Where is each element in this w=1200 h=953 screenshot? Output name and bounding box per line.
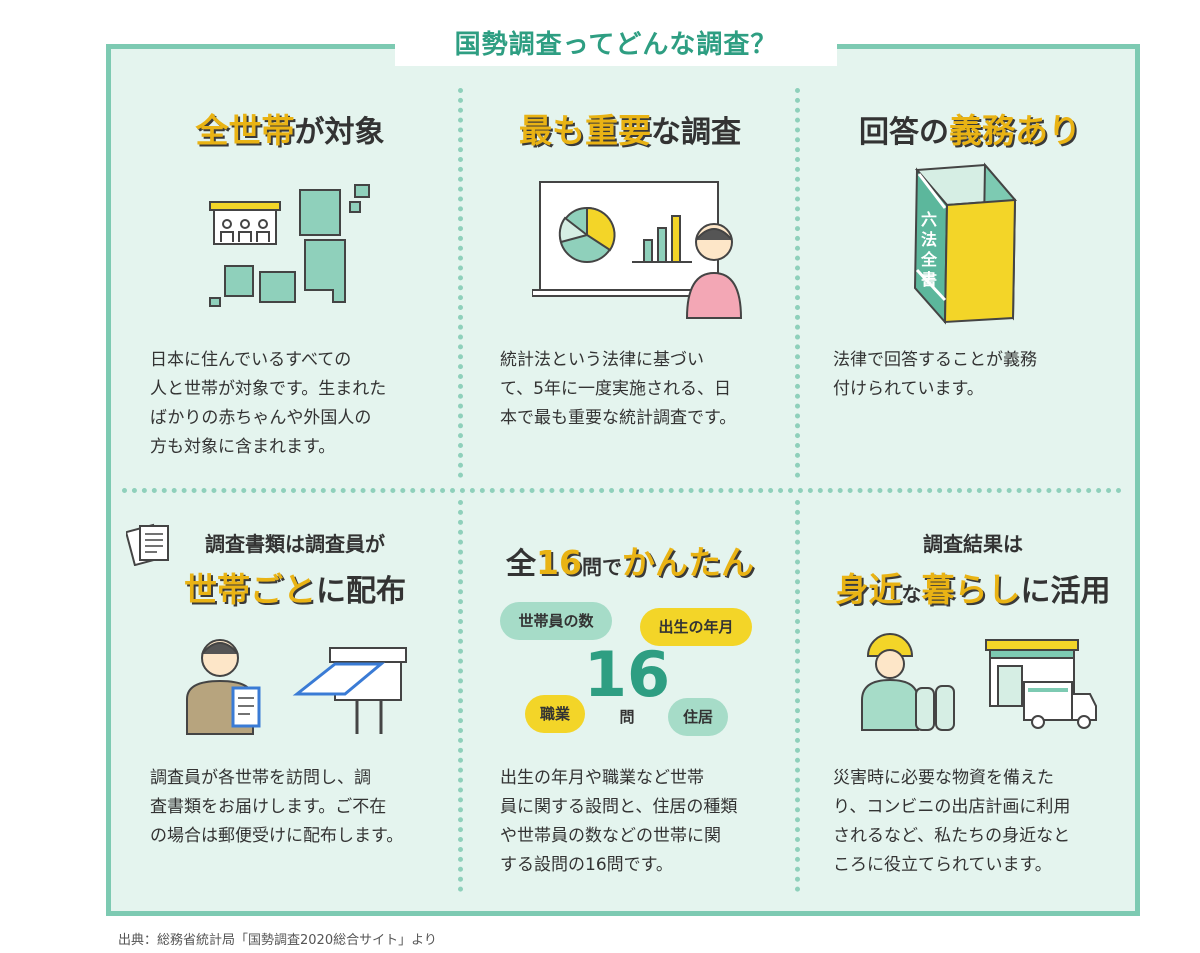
card3-text: 法律で回答することが義務 付けられています。 — [833, 350, 1037, 399]
question-count-unit: 問 — [619, 708, 635, 726]
presentation-board-icon — [532, 181, 743, 319]
card6-text: 災害時に必要な物資を備えた り、コンビニの出店計画に利用 されるなど、私たちの身… — [833, 768, 1071, 875]
source-caption: 出典：総務省統計局「国勢調査2020総合サイト」より — [118, 933, 437, 948]
question-count-number: 16 — [583, 638, 671, 711]
bubble-household-members: 世帯員の数 — [500, 602, 612, 640]
japan-map-house-icon — [209, 184, 370, 307]
surveyor-mailbox-icon — [186, 639, 407, 735]
card6-heading: 調査結果は 身近な暮らしに活用 — [835, 532, 1111, 609]
page-title: 国勢調査ってどんな調査？ — [395, 24, 837, 66]
card1-heading: 全世帯が対象 — [195, 111, 385, 150]
card5-heading: 全16問でかんたん — [506, 543, 754, 582]
card5-text: 出生の年月や職業など世帯 員に関する設問と、住居の種類 や世帯員の数などの世帯に… — [500, 768, 738, 875]
card4-text: 調査員が各世帯を訪問し、調 査書類をお届けします。ご不在 の場合は郵便受けに配布… — [150, 768, 404, 846]
bubble-residence: 住居 — [668, 698, 728, 736]
bubble-birth-date: 出生の年月 — [640, 608, 752, 646]
survey-documents-icon — [126, 523, 169, 566]
divider-horizontal — [122, 488, 1122, 493]
card4-heading: 調査書類は調査員が 世帯ごとに配布 — [184, 532, 406, 609]
divider-vertical-2 — [795, 88, 800, 478]
store-truck-icon — [861, 633, 1097, 731]
card2-heading: 最も重要な調査 — [519, 111, 741, 150]
divider-vertical-4 — [795, 500, 800, 892]
divider-vertical-3 — [458, 500, 463, 892]
law-book-icon — [913, 162, 1018, 325]
card2-text: 統計法という法律に基づい て、5年に一度実施される、日 本で最も重要な統計調査で… — [500, 350, 737, 428]
book-spine-label: 六法全書 — [921, 210, 938, 289]
divider-vertical-1 — [458, 88, 463, 478]
card1-text: 日本に住んでいるすべての 人と世帯が対象です。生まれた ばかりの赤ちゃんや外国人… — [150, 350, 387, 457]
card3-heading: 回答の義務あり — [859, 111, 1081, 150]
bubble-occupation: 職業 — [525, 695, 585, 733]
